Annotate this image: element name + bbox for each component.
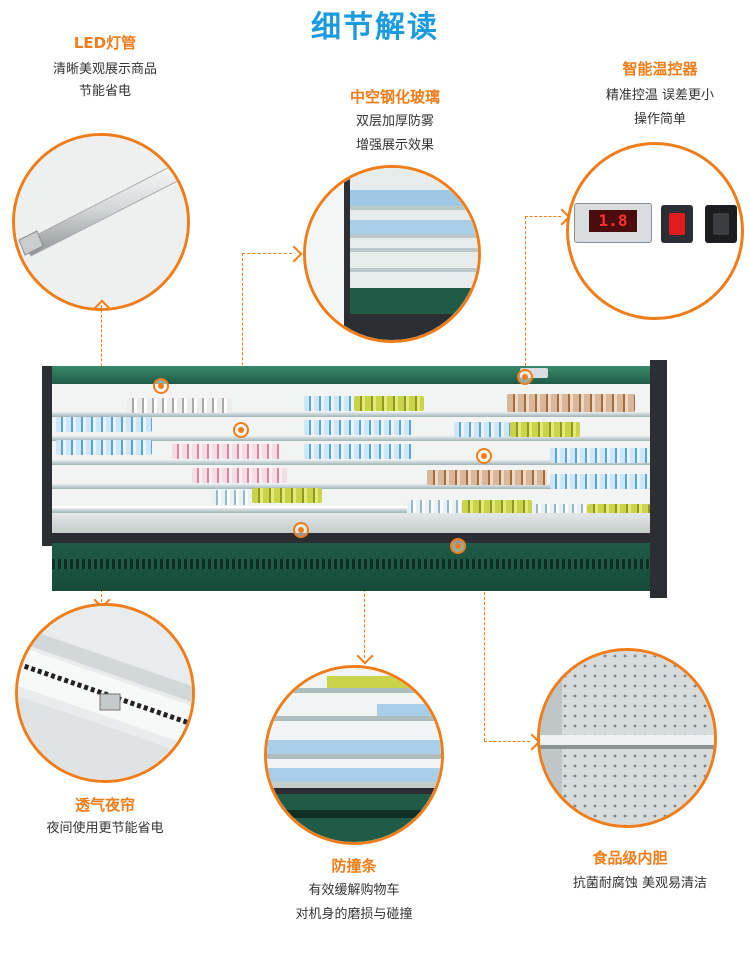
shelf-5 xyxy=(52,508,650,513)
liner-feature-title: 食品级内胆 xyxy=(592,849,668,867)
glass-closeup xyxy=(303,165,481,343)
product-row xyxy=(304,444,414,459)
product-row xyxy=(354,396,424,411)
product-row xyxy=(252,488,322,503)
display-refrigerator xyxy=(42,360,667,600)
glass-hotspot-marker xyxy=(233,422,249,438)
product-row xyxy=(172,444,282,459)
curtain-feature-desc: 夜间使用更节能省电 xyxy=(46,821,164,836)
product-row xyxy=(550,474,650,489)
led-feature-title: LED灯管 xyxy=(73,34,137,52)
fridge-left-side xyxy=(42,366,52,546)
bumper-feature-desc-1: 有效缓解购物车 xyxy=(308,883,400,898)
shelf-4 xyxy=(52,484,650,489)
fridge-thermostat-spot xyxy=(520,368,548,378)
glass-connector-line xyxy=(242,253,243,425)
product-row xyxy=(127,398,232,413)
thermostat-panel: 1.8 xyxy=(574,203,652,243)
curtain-feature-title: 透气夜帘 xyxy=(74,796,135,814)
glass-connector-line-h xyxy=(242,253,292,254)
night-curtain-image xyxy=(18,606,192,780)
bumper-arrow-icon xyxy=(356,647,374,665)
shelf-3 xyxy=(52,460,650,465)
led-hotspot-marker xyxy=(153,378,169,394)
product-row xyxy=(510,422,580,437)
power-switch-black xyxy=(705,205,737,243)
liner-connector-line xyxy=(484,456,485,741)
page-title: 细节解读 xyxy=(311,10,439,45)
product-row xyxy=(507,394,635,412)
liner-feature-desc: 抗菌耐腐蚀 美观易清洁 xyxy=(572,876,708,891)
liner-panel-image xyxy=(540,651,714,825)
liner-closeup xyxy=(537,648,717,828)
bumper-feature-desc-2: 对机身的磨损与碰撞 xyxy=(295,907,413,922)
fridge-bumper-strip xyxy=(52,533,650,543)
power-switch-red xyxy=(661,205,693,243)
shelf-1 xyxy=(52,412,650,417)
liner-connector-line-h xyxy=(484,741,530,742)
led-tube-image xyxy=(15,136,187,308)
thermostat-feature-desc-1: 精准控温 误差更小 xyxy=(605,88,715,103)
shelf-2 xyxy=(52,436,650,441)
night-curtain-closeup xyxy=(15,603,195,783)
thermostat-feature-desc-2: 操作简单 xyxy=(633,112,686,127)
curtain-hotspot-marker xyxy=(293,522,309,538)
fridge-base-vent xyxy=(52,559,650,569)
liner-hotspot-marker xyxy=(476,448,492,464)
red-rocker-icon xyxy=(669,213,685,235)
thermostat-display: 1.8 xyxy=(589,210,637,232)
product-row xyxy=(462,500,532,515)
product-row xyxy=(304,396,354,411)
product-row xyxy=(407,500,462,515)
glass-feature-title: 中空钢化玻璃 xyxy=(349,88,440,106)
thermostat-connector-line-h xyxy=(525,216,561,217)
black-rocker-icon xyxy=(713,213,729,235)
led-connector-line xyxy=(101,305,102,381)
thermostat-closeup: 1.8 xyxy=(566,142,744,320)
product-row xyxy=(550,448,650,463)
fridge-right-side xyxy=(650,360,667,598)
thermostat-feature-title: 智能温控器 xyxy=(622,60,698,78)
thermostat-hotspot-marker xyxy=(517,369,533,385)
led-feature-desc-2: 节能省电 xyxy=(78,84,131,99)
bumper-hotspot-marker xyxy=(450,538,466,554)
glass-shelves-image xyxy=(306,168,478,340)
led-tube-closeup xyxy=(12,133,190,311)
bumper-closeup xyxy=(264,665,444,845)
product-row xyxy=(56,440,152,455)
product-row xyxy=(427,470,547,485)
product-row xyxy=(192,468,287,483)
product-row xyxy=(304,420,414,435)
glass-feature-desc-2: 增强展示效果 xyxy=(355,138,434,153)
fridge-front-slope xyxy=(52,513,650,533)
product-row xyxy=(56,417,152,432)
bumper-shelf-image xyxy=(267,668,441,842)
fridge-top-canopy xyxy=(46,366,658,384)
led-feature-desc-1: 清晰美观展示商品 xyxy=(52,62,157,77)
bumper-connector-line xyxy=(364,548,365,658)
thermostat-connector-line xyxy=(525,216,526,371)
product-row xyxy=(212,490,252,505)
glass-arrow-icon xyxy=(285,245,303,263)
glass-feature-desc-1: 双层加厚防雾 xyxy=(355,114,434,129)
bumper-feature-title: 防撞条 xyxy=(331,857,377,875)
product-row xyxy=(454,422,510,437)
